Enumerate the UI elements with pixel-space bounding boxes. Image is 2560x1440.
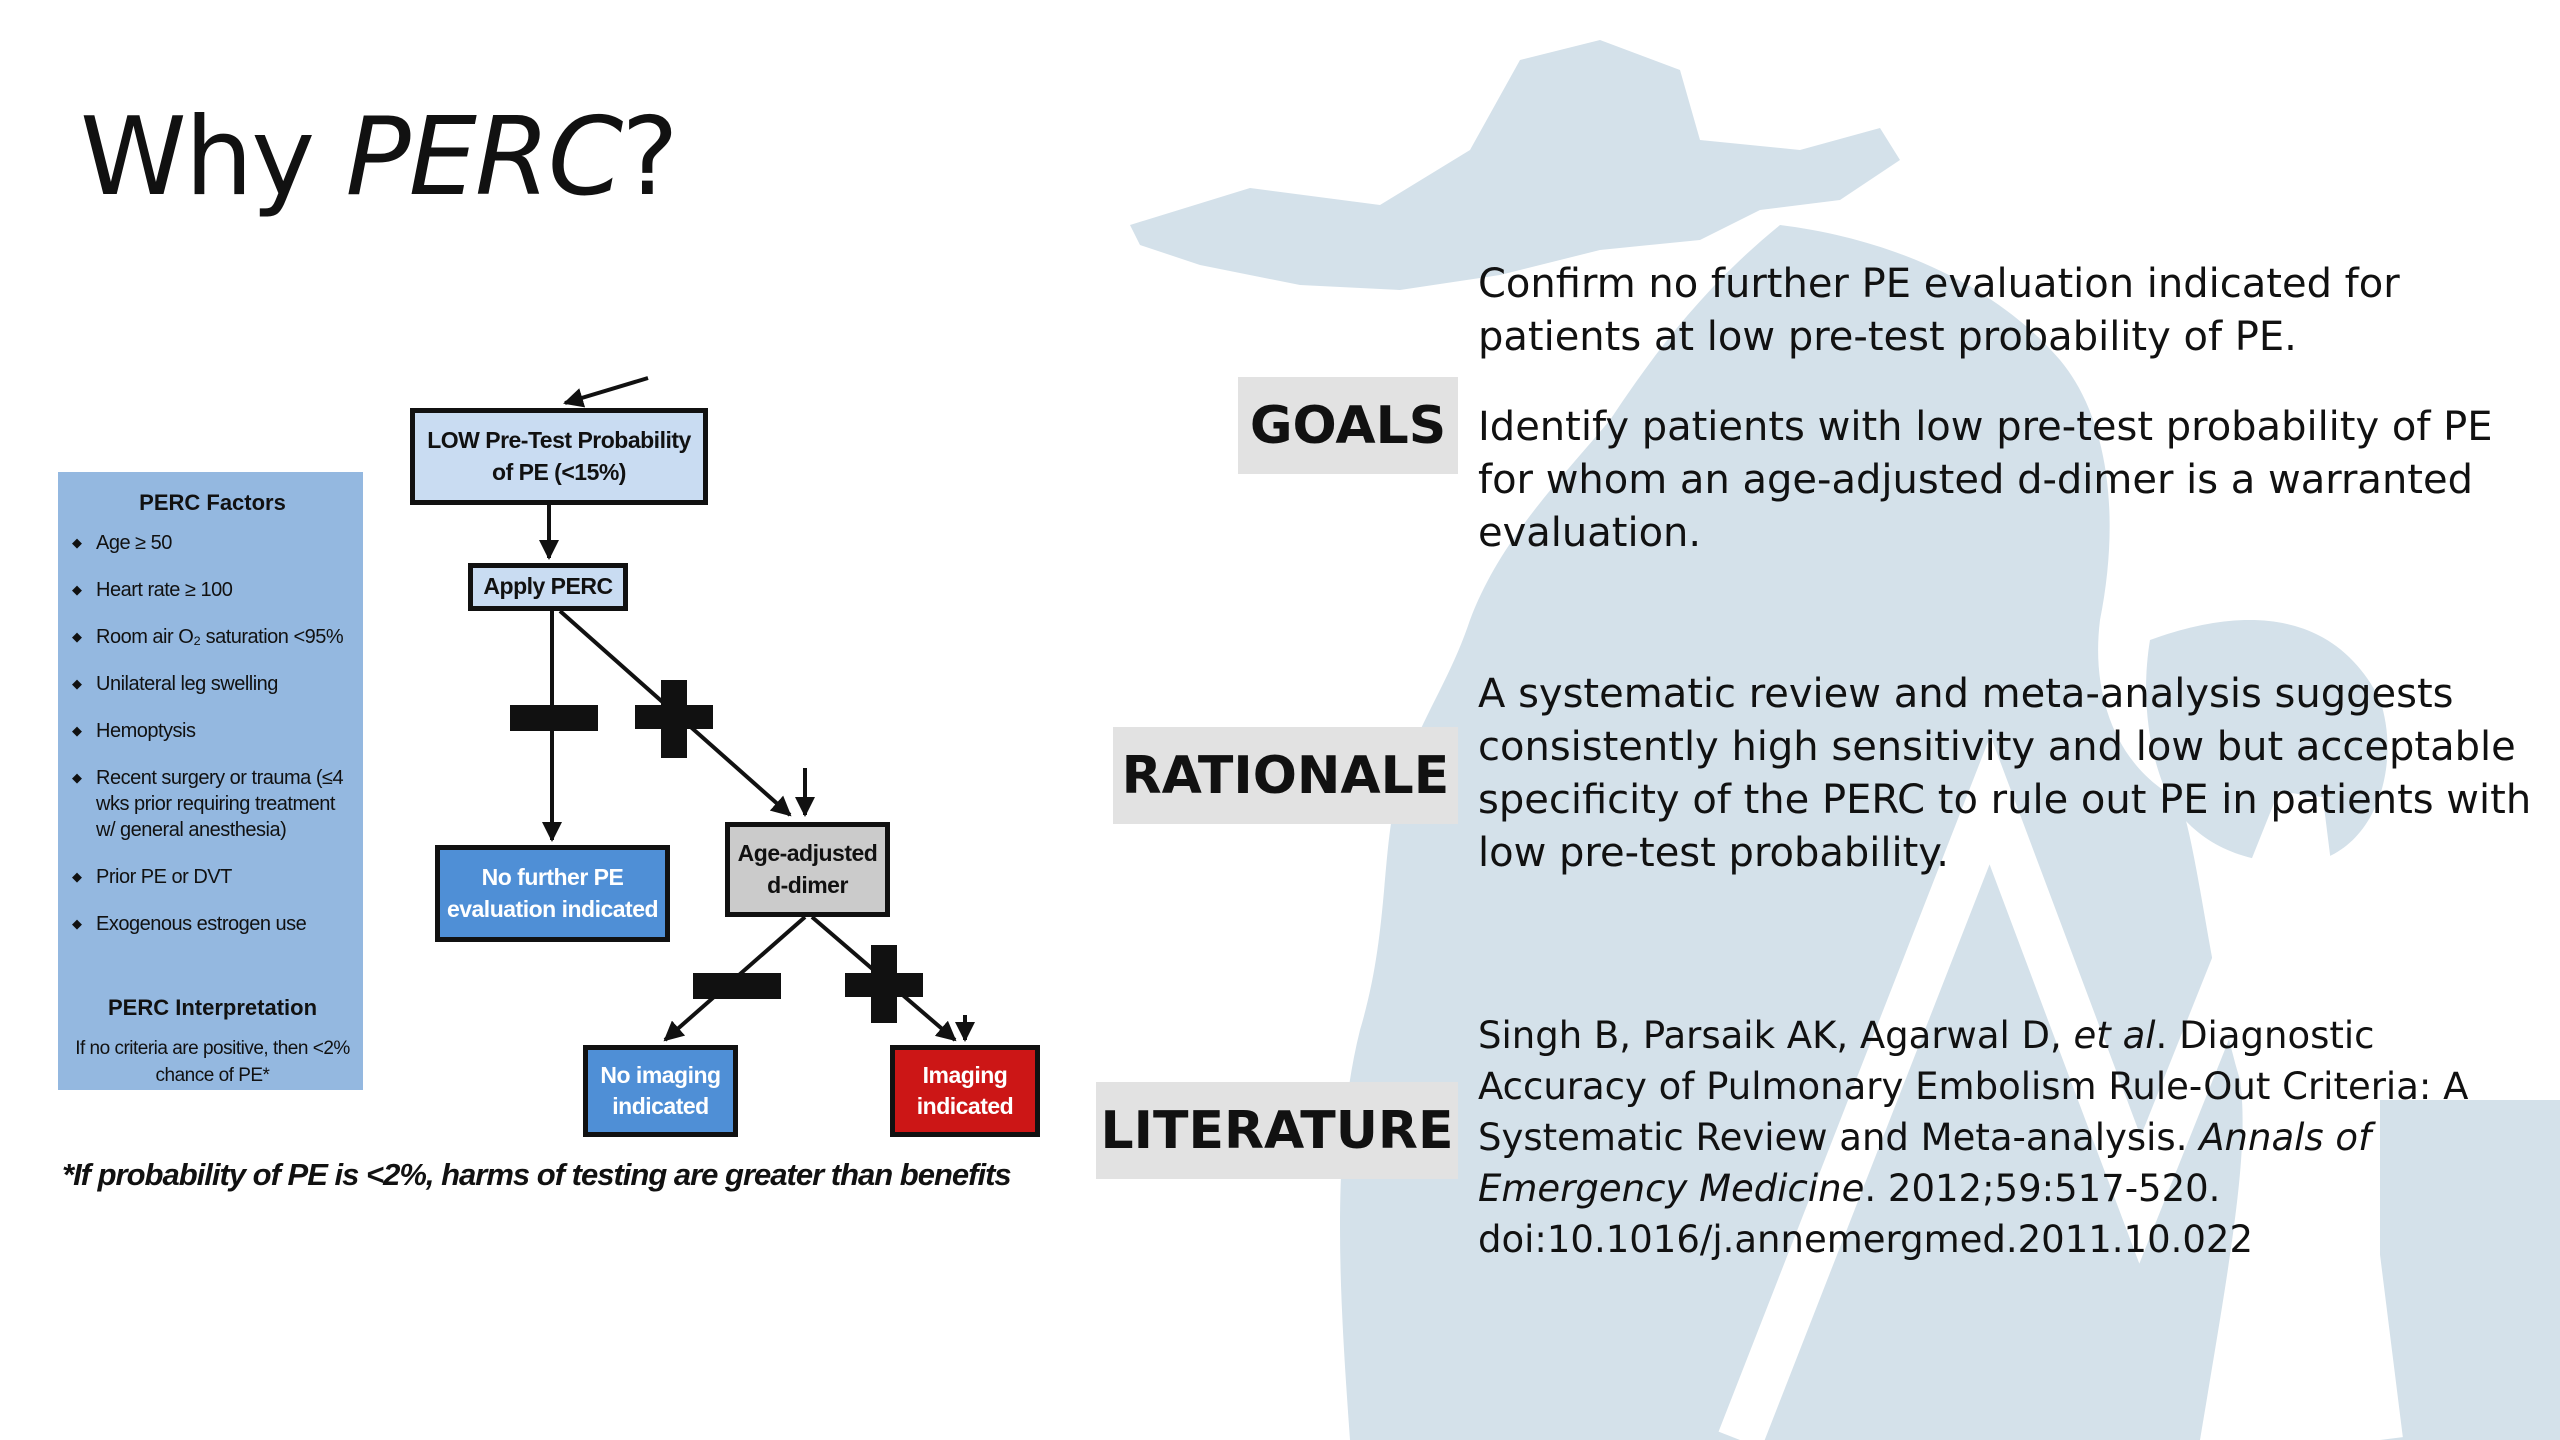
block-m-logo [1718,735,2403,1440]
lower-peninsula [1340,225,2243,1440]
rationale-text: A systematic review and meta-analysis su… [1478,671,2532,876]
age-adjusted-dimer-box: Age-adjusted d-dimer [725,822,890,917]
perc-interpretation-heading: PERC Interpretation [107,995,318,1020]
factor-item-o2-saturation: Room air O₂ saturation <95% [72,624,353,650]
citation-doi: doi:10.1016/j.annemergmed.2011.10.022 [1478,1218,2254,1261]
perc-interpretation-text: If no criteria are positive, then <2% ch… [75,1038,350,1086]
low-probability-box: LOW Pre-Test Probability of PE (<15%) [410,408,708,505]
map-edge-band [2380,1100,2560,1440]
apply-perc-box: Apply PERC [468,563,628,611]
no-further-evaluation-box: No further PE evaluation indicated [435,845,670,942]
no-imaging-box: No imaging indicated [583,1045,738,1137]
goals-label: GOALS [1238,377,1458,474]
factor-item-age: Age ≥ 50 [72,530,353,556]
citation-authors: Singh B, Parsaik AK, Agarwal D, [1478,1014,2074,1057]
factor-item-recent-surgery: Recent surgery or trauma (≤4 wks prior r… [72,765,353,843]
title-end: ? [621,95,678,220]
imaging-indicated-box: Imaging indicated [890,1045,1040,1137]
goals-text-2: Identify patients with low pre-test prob… [1478,404,2493,556]
slide-title: Why PERC? [80,95,679,220]
perc-factors-heading: PERC Factors [139,490,286,515]
map-shape [1130,40,2560,1440]
rationale-label: RATIONALE [1113,727,1458,824]
factor-item-heart-rate: Heart rate ≥ 100 [72,577,353,603]
citation-journal: Annals of Emergency Medicine [1478,1116,2372,1210]
title-main: Why [80,95,346,220]
perc-factors-box: PERC Factors Age ≥ 50 Heart rate ≥ 100 R… [58,472,363,1090]
thumb [2146,620,2388,863]
literature-citation: Singh B, Parsaik AK, Agarwal D, et al. D… [1478,1010,2518,1265]
factor-item-hemoptysis: Hemoptysis [72,718,353,744]
negative-symbol-2 [693,973,781,999]
negative-symbol-1 [510,705,598,731]
positive-symbol-2-vertical [871,945,897,1023]
perc-factor-list: Age ≥ 50 Heart rate ≥ 100 Room air O₂ sa… [72,530,353,937]
title-emphasis: PERC [345,95,623,220]
incoming-arrow [563,376,649,408]
citation-et-al: et al [2073,1014,2156,1057]
factor-item-prior-pe: Prior PE or DVT [72,864,353,890]
factor-item-estrogen: Exogenous estrogen use [72,911,353,937]
footnote: *If probability of PE is <2%, harms of t… [62,1157,1012,1192]
literature-label: LITERATURE [1096,1082,1458,1179]
positive-symbol-1-vertical [661,680,687,758]
goals-text-1: Confirm no further PE evaluation indicat… [1478,261,2400,360]
factor-item-leg-swelling: Unilateral leg swelling [72,671,353,697]
citation-article: . Diagnostic Accuracy of Pulmonary Embol… [1478,1014,2469,1159]
citation-details: . 2012;59:517-520. [1864,1167,2221,1210]
upper-peninsula [1130,40,1900,290]
